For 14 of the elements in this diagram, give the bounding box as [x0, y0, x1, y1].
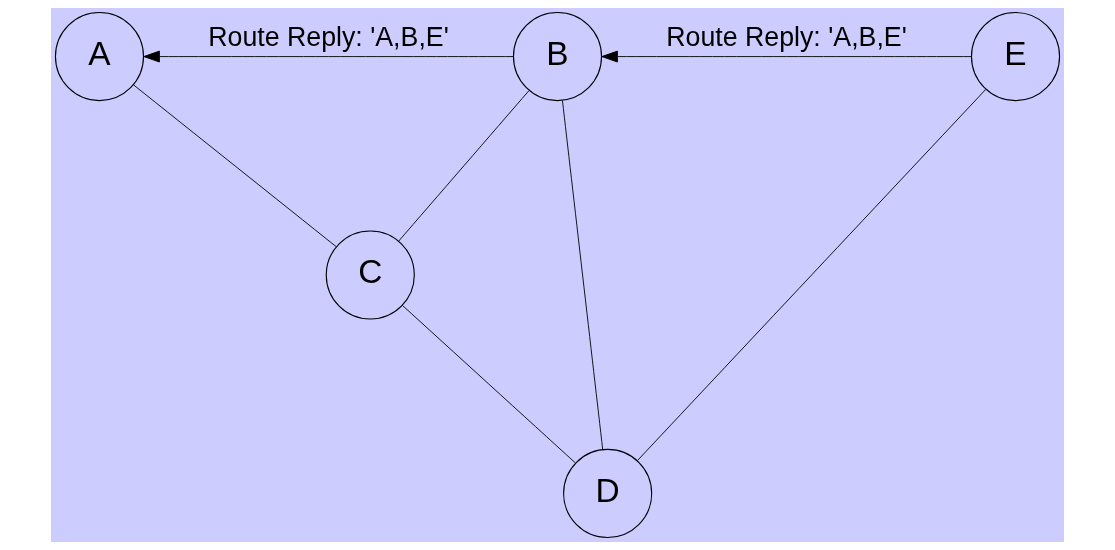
- connector: [398, 90, 530, 242]
- node-circle: C: [325, 230, 415, 320]
- node-circle: D: [563, 448, 653, 538]
- edge-label: Route Reply: 'A,B,E': [666, 21, 907, 52]
- connector: [562, 100, 604, 450]
- node-circle: A: [54, 12, 145, 102]
- edge-label: Route Reply: 'A,B,E': [208, 21, 449, 52]
- connector: [133, 84, 337, 248]
- arrow: [143, 50, 514, 63]
- node-circle: E: [970, 12, 1061, 102]
- connector: [637, 88, 987, 461]
- arrow: [601, 50, 972, 63]
- connector: [401, 304, 576, 464]
- node-circle: B: [512, 12, 603, 102]
